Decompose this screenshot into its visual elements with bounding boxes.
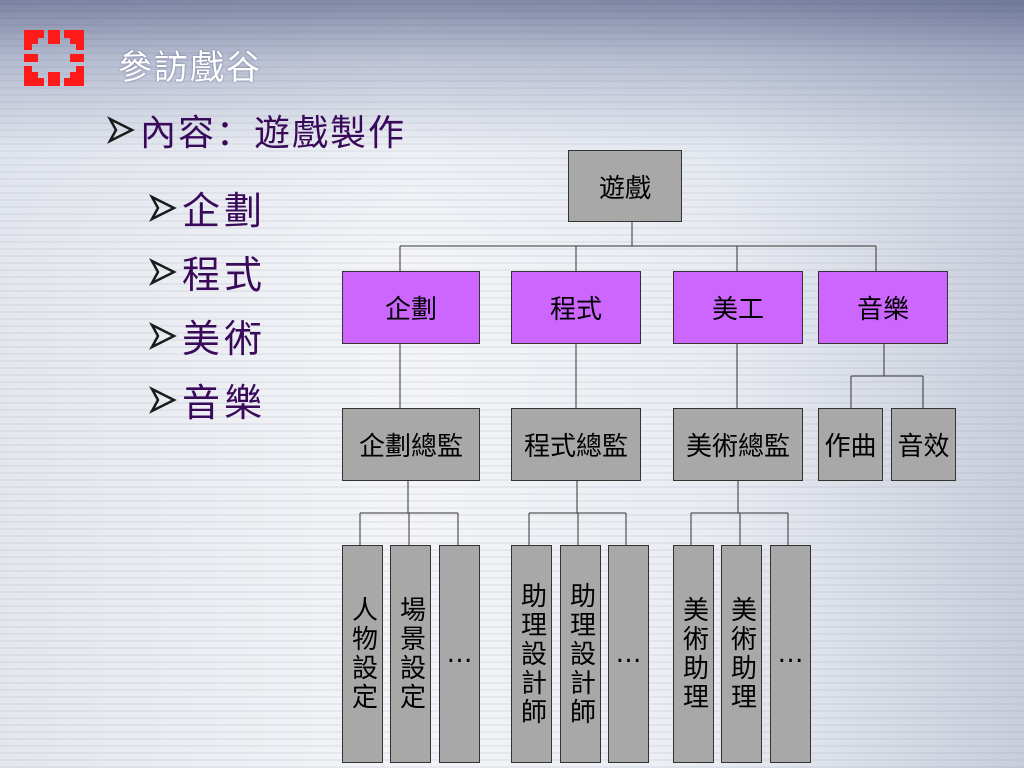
org-node-director-program: 程式總監 [511,408,641,481]
bullet-sub-program: 程式 [148,244,266,299]
arrow-bullet-icon [106,116,135,144]
org-leaf-planning-more: … [439,545,480,763]
org-node-dept-planning: 企劃 [342,271,480,344]
bullet-sub-text: 程式 [182,253,267,297]
arrow-bullet-icon [148,321,177,350]
org-node-dept-music: 音樂 [818,271,948,344]
org-node-music-compose: 作曲 [818,408,883,481]
arrow-bullet-icon [148,193,177,222]
org-node-root: 遊戲 [568,150,682,222]
org-node-director-art: 美術總監 [673,408,803,481]
bullet-main-text: 內容：遊戲製作 [140,113,407,154]
bullet-sub-text: 美術 [182,317,267,361]
bullet-sub-text: 音樂 [182,381,267,425]
bullet-sub-text: 企劃 [182,189,267,233]
arrow-bullet-icon [148,385,177,414]
org-leaf-assistant-designer-1: 助理設計師 [511,545,552,763]
slide-title: 參訪戲谷 [118,48,262,88]
org-node-dept-program: 程式 [511,271,641,344]
company-logo-icon [24,30,84,86]
bullet-main: 內容：遊戲製作 [106,104,406,156]
bullet-sub-art: 美術 [148,308,266,363]
ellipsis-text: … [446,639,473,669]
org-node-music-sfx: 音效 [891,408,956,481]
org-leaf-art-assistant-2: 美術助理 [721,545,762,763]
org-node-dept-art: 美工 [673,271,803,344]
org-leaf-scene-design: 場景設定 [390,545,431,763]
ellipsis-text: … [615,639,642,669]
ellipsis-text: … [777,639,804,669]
arrow-bullet-icon [148,257,177,286]
org-leaf-assistant-designer-2: 助理設計師 [560,545,601,763]
bullet-sub-planning: 企劃 [148,180,266,235]
bullet-sub-music: 音樂 [148,372,266,427]
org-leaf-art-more: … [770,545,811,763]
org-leaf-program-more: … [608,545,649,763]
org-leaf-art-assistant-1: 美術助理 [673,545,714,763]
org-node-director-planning: 企劃總監 [342,408,480,481]
org-leaf-character-design: 人物設定 [342,545,383,763]
